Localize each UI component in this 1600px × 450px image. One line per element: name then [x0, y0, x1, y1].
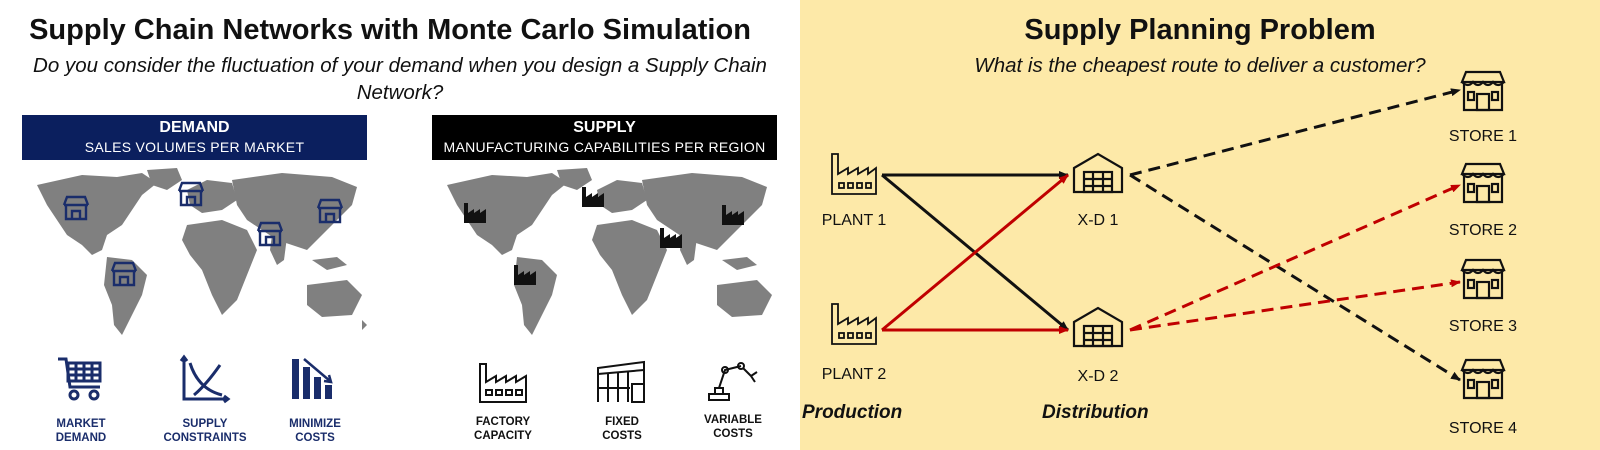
right-subtitle: What is the cheapest route to deliver a … — [974, 54, 1426, 77]
factory-marker-icon — [514, 265, 536, 285]
store-icon — [316, 198, 344, 224]
shopping-cart-icon — [58, 357, 102, 401]
route-xd2-store2 — [1129, 183, 1461, 332]
store-1-icon — [1460, 70, 1506, 112]
crossdock-1-icon — [1072, 152, 1124, 194]
left-subtitle: Do you consider the fluctuation of your … — [33, 54, 767, 104]
demand-subheading: SALES VOLUMES PER MARKET — [84, 139, 305, 155]
demand-world-map — [37, 168, 367, 335]
plant-1-icon — [831, 153, 877, 195]
store-2-icon — [1460, 162, 1506, 204]
store-icon — [177, 181, 205, 207]
supply-heading: SUPPLY — [573, 119, 636, 136]
demand-banner: DEMAND SALES VOLUMES PER MARKET — [22, 115, 367, 160]
distribution-label: Distribution — [1042, 402, 1149, 423]
store-2-label: STORE 2 — [1448, 222, 1518, 239]
route-xd1-store1 — [1129, 88, 1461, 177]
store-1-label: STORE 1 — [1448, 128, 1518, 145]
crossdock-1-label: X-D 1 — [1077, 212, 1119, 229]
factory-marker-icon — [660, 228, 682, 248]
route-plant2-xd1 — [881, 173, 1069, 332]
store-4-icon — [1460, 358, 1506, 400]
crossdock-2-icon — [1072, 306, 1124, 348]
left-panel: Supply Chain Networks with Monte Carlo S… — [22, 14, 777, 444]
store-3-icon — [1460, 258, 1506, 300]
factory-marker-icon — [464, 203, 486, 223]
route-xd1-store4 — [1129, 173, 1461, 382]
supply-banner: SUPPLY MANUFACTURING CAPABILITIES PER RE… — [432, 115, 777, 160]
left-title: Supply Chain Networks with Monte Carlo S… — [29, 14, 751, 46]
building-icon — [597, 360, 645, 403]
store-4-label: STORE 4 — [1448, 420, 1518, 437]
right-panel: Supply Planning Problem What is the chea… — [800, 0, 1600, 450]
store-3-label: STORE 3 — [1448, 318, 1518, 335]
demand-heading: DEMAND — [159, 119, 230, 136]
factory-marker-icon — [582, 187, 604, 207]
plant-1-label: PLANT 1 — [821, 212, 887, 229]
factory-marker-icon — [722, 205, 744, 225]
crossdock-2-label: X-D 2 — [1077, 368, 1119, 385]
plant-2-icon — [831, 303, 877, 345]
robot-arm-icon — [708, 362, 758, 401]
store-icon — [110, 261, 138, 287]
supply-world-map — [447, 168, 772, 335]
right-title: Supply Planning Problem — [1024, 14, 1376, 46]
plant-2-label: PLANT 2 — [821, 366, 887, 383]
store-icon — [62, 195, 90, 221]
route-xd2-store3 — [1129, 279, 1461, 332]
network-diagram — [831, 70, 1506, 400]
factory-icon — [479, 363, 527, 403]
supply-curve-icon — [179, 354, 231, 404]
store-icon — [256, 221, 284, 247]
bar-chart-down-icon — [292, 358, 333, 399]
production-label: Production — [802, 402, 903, 423]
supply-subheading: MANUFACTURING CAPABILITIES PER REGION — [443, 139, 766, 155]
